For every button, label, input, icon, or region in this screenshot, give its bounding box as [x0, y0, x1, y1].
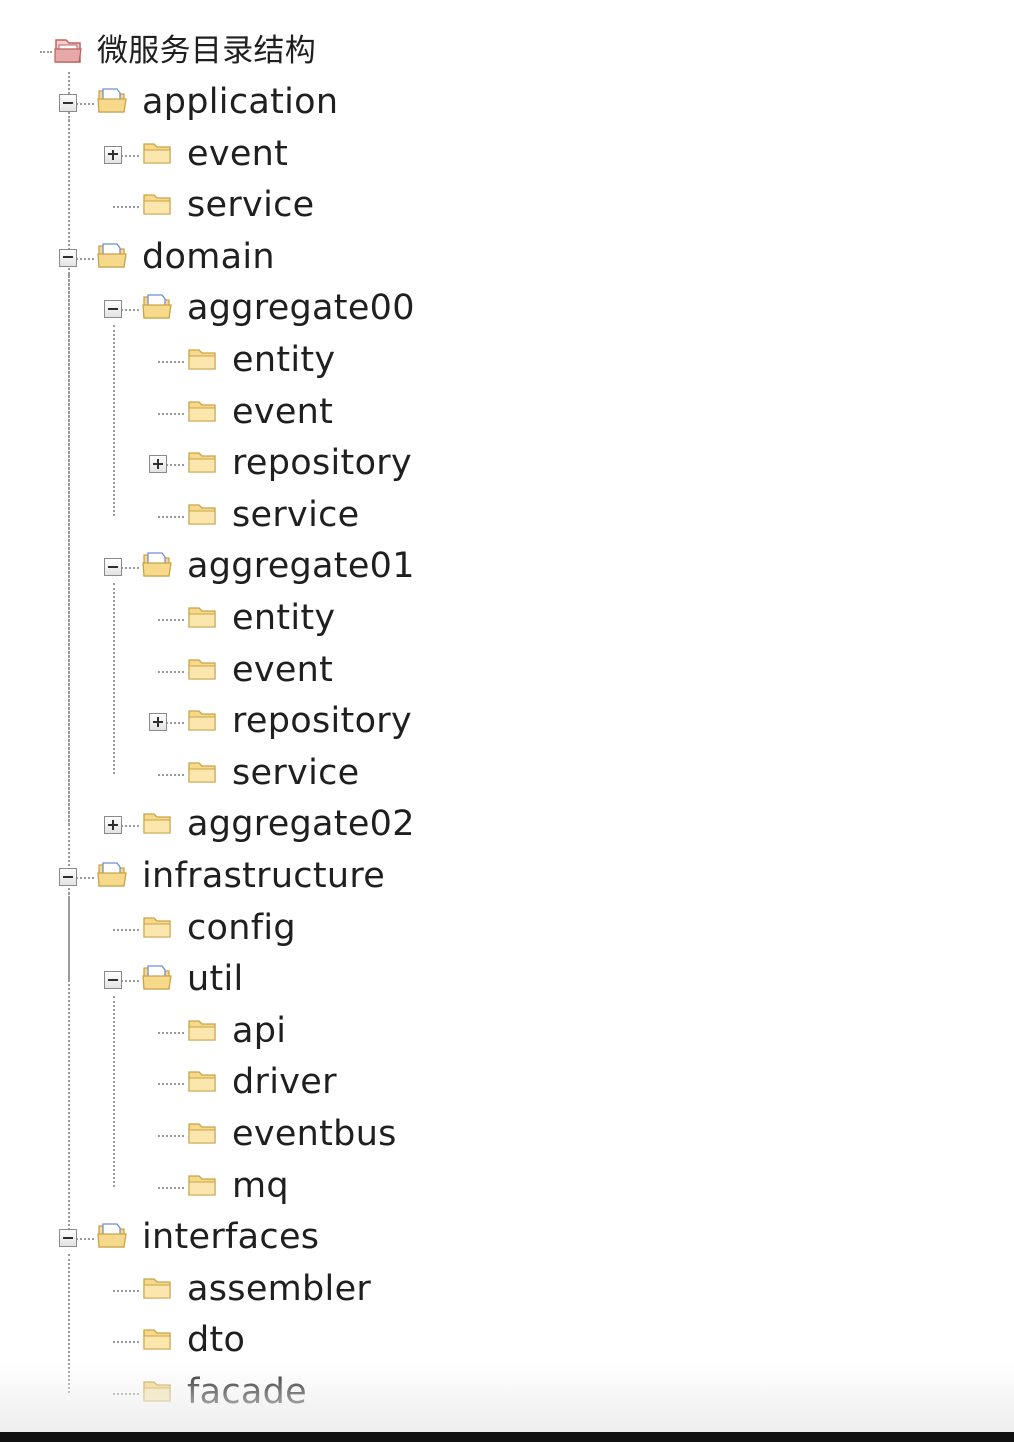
tree-guide-horizontal [158, 1186, 184, 1189]
tree-node-label[interactable]: service [232, 494, 360, 535]
tree-guide-horizontal [158, 464, 184, 467]
tree-guide-vertical [113, 996, 115, 1187]
folder-icon [141, 190, 173, 218]
open-folder-icon [96, 87, 128, 115]
open-folder-icon [141, 551, 173, 579]
folder-icon [186, 1016, 218, 1044]
tree-node-label[interactable]: entity [232, 598, 336, 638]
tree-guide-horizontal [68, 103, 94, 105]
tree-node-label[interactable]: util [187, 959, 244, 1000]
tree-node-label[interactable]: aggregate02 [187, 804, 415, 845]
folder-icon [141, 809, 173, 837]
collapse-icon[interactable] [104, 971, 122, 990]
tree-guide-horizontal [158, 619, 184, 621]
collapse-icon[interactable] [104, 300, 122, 319]
folder-icon [141, 1325, 173, 1353]
tree-node-label[interactable]: repository [232, 701, 412, 742]
tree-guide-horizontal [158, 670, 184, 673]
tree-guide-horizontal [158, 515, 184, 518]
tree-guide-vertical [113, 325, 115, 516]
folder-icon [141, 139, 173, 167]
tree-guide-horizontal [158, 722, 184, 725]
tree-node-label[interactable]: repository [232, 443, 412, 484]
bottom-fade [0, 1360, 1014, 1432]
open-folder-icon [141, 964, 173, 992]
tree-node-label[interactable]: service [232, 752, 360, 793]
tree-node-label[interactable]: domain [142, 236, 275, 277]
tree-node-label[interactable]: event [232, 391, 334, 432]
tree-guide-horizontal [113, 928, 139, 931]
tree-guide-horizontal [158, 361, 184, 363]
folder-icon [186, 706, 218, 734]
collapse-icon[interactable] [59, 868, 77, 886]
tree-node-label[interactable]: aggregate00 [187, 288, 415, 329]
collapse-icon[interactable] [104, 558, 122, 577]
tree-node-label[interactable]: event [187, 133, 289, 174]
tree-guide-horizontal [113, 309, 139, 312]
tree-node-label[interactable]: aggregate01 [187, 546, 415, 587]
collapse-icon[interactable] [59, 1229, 77, 1248]
tree-node-label[interactable]: event [232, 649, 334, 690]
folder-icon [141, 1274, 173, 1302]
open-folder-icon [96, 242, 128, 270]
tree-node-label[interactable]: driver [232, 1062, 337, 1103]
open-folder-icon [141, 293, 173, 321]
tree-node-label[interactable]: service [187, 185, 315, 226]
tree-guide-horizontal [158, 412, 184, 415]
bottom-edge [0, 1432, 1014, 1442]
tree-guide-vertical [113, 583, 115, 774]
collapse-icon[interactable] [59, 94, 77, 112]
expand-icon[interactable] [104, 145, 122, 164]
tree-node-label[interactable]: infrastructure [142, 856, 386, 896]
open-folder-icon [96, 861, 128, 889]
tree-node-label[interactable]: api [232, 1010, 287, 1051]
folder-icon [141, 913, 173, 941]
root-folder-icon [52, 36, 84, 64]
tree-node-label[interactable]: entity [232, 340, 336, 380]
tree-guide-horizontal [158, 1083, 184, 1086]
tree-node-label[interactable]: eventbus [232, 1114, 397, 1154]
folder-icon [186, 603, 218, 631]
tree-guide-horizontal [158, 1031, 184, 1034]
tree-guide-vertical-root [68, 72, 70, 1239]
open-folder-icon [96, 1222, 128, 1250]
folder-icon [186, 448, 218, 476]
expand-icon[interactable] [104, 816, 122, 835]
tree-guide-horizontal [113, 1289, 139, 1292]
folder-icon [186, 1067, 218, 1095]
folder-icon [186, 500, 218, 528]
folder-icon [186, 1171, 218, 1199]
tree-guide-horizontal [68, 1238, 94, 1241]
tree-node-label[interactable]: interfaces [142, 1217, 320, 1258]
tree-guide-horizontal [113, 825, 139, 828]
tree-node-label[interactable]: config [187, 907, 296, 948]
tree-guide-horizontal [113, 1341, 139, 1344]
tree-root-label[interactable]: 微服务目录结构 [97, 33, 317, 69]
tree-guide-horizontal [113, 206, 139, 209]
tree-node-label[interactable]: assembler [187, 1268, 372, 1309]
folder-icon [186, 1119, 218, 1147]
tree-guide-horizontal [68, 257, 94, 260]
tree-node-label[interactable]: dto [187, 1320, 246, 1361]
expand-icon[interactable] [149, 455, 167, 474]
folder-icon [186, 758, 218, 786]
expand-icon[interactable] [149, 713, 167, 732]
tree-guide-vertical [68, 1254, 70, 1393]
folder-icon [186, 345, 218, 373]
tree-guide-horizontal [113, 980, 139, 983]
folder-icon [186, 655, 218, 683]
tree-guide-horizontal [158, 773, 184, 776]
tree-guide-horizontal [113, 154, 139, 157]
collapse-icon[interactable] [59, 248, 77, 267]
tree-guide-horizontal [158, 1135, 184, 1137]
folder-icon [186, 397, 218, 425]
tree-guide-horizontal [68, 877, 94, 879]
tree-guide-horizontal [113, 567, 139, 570]
root-connector [40, 51, 52, 53]
tree-node-label[interactable]: mq [232, 1165, 289, 1206]
tree-node-label[interactable]: application [142, 82, 339, 122]
